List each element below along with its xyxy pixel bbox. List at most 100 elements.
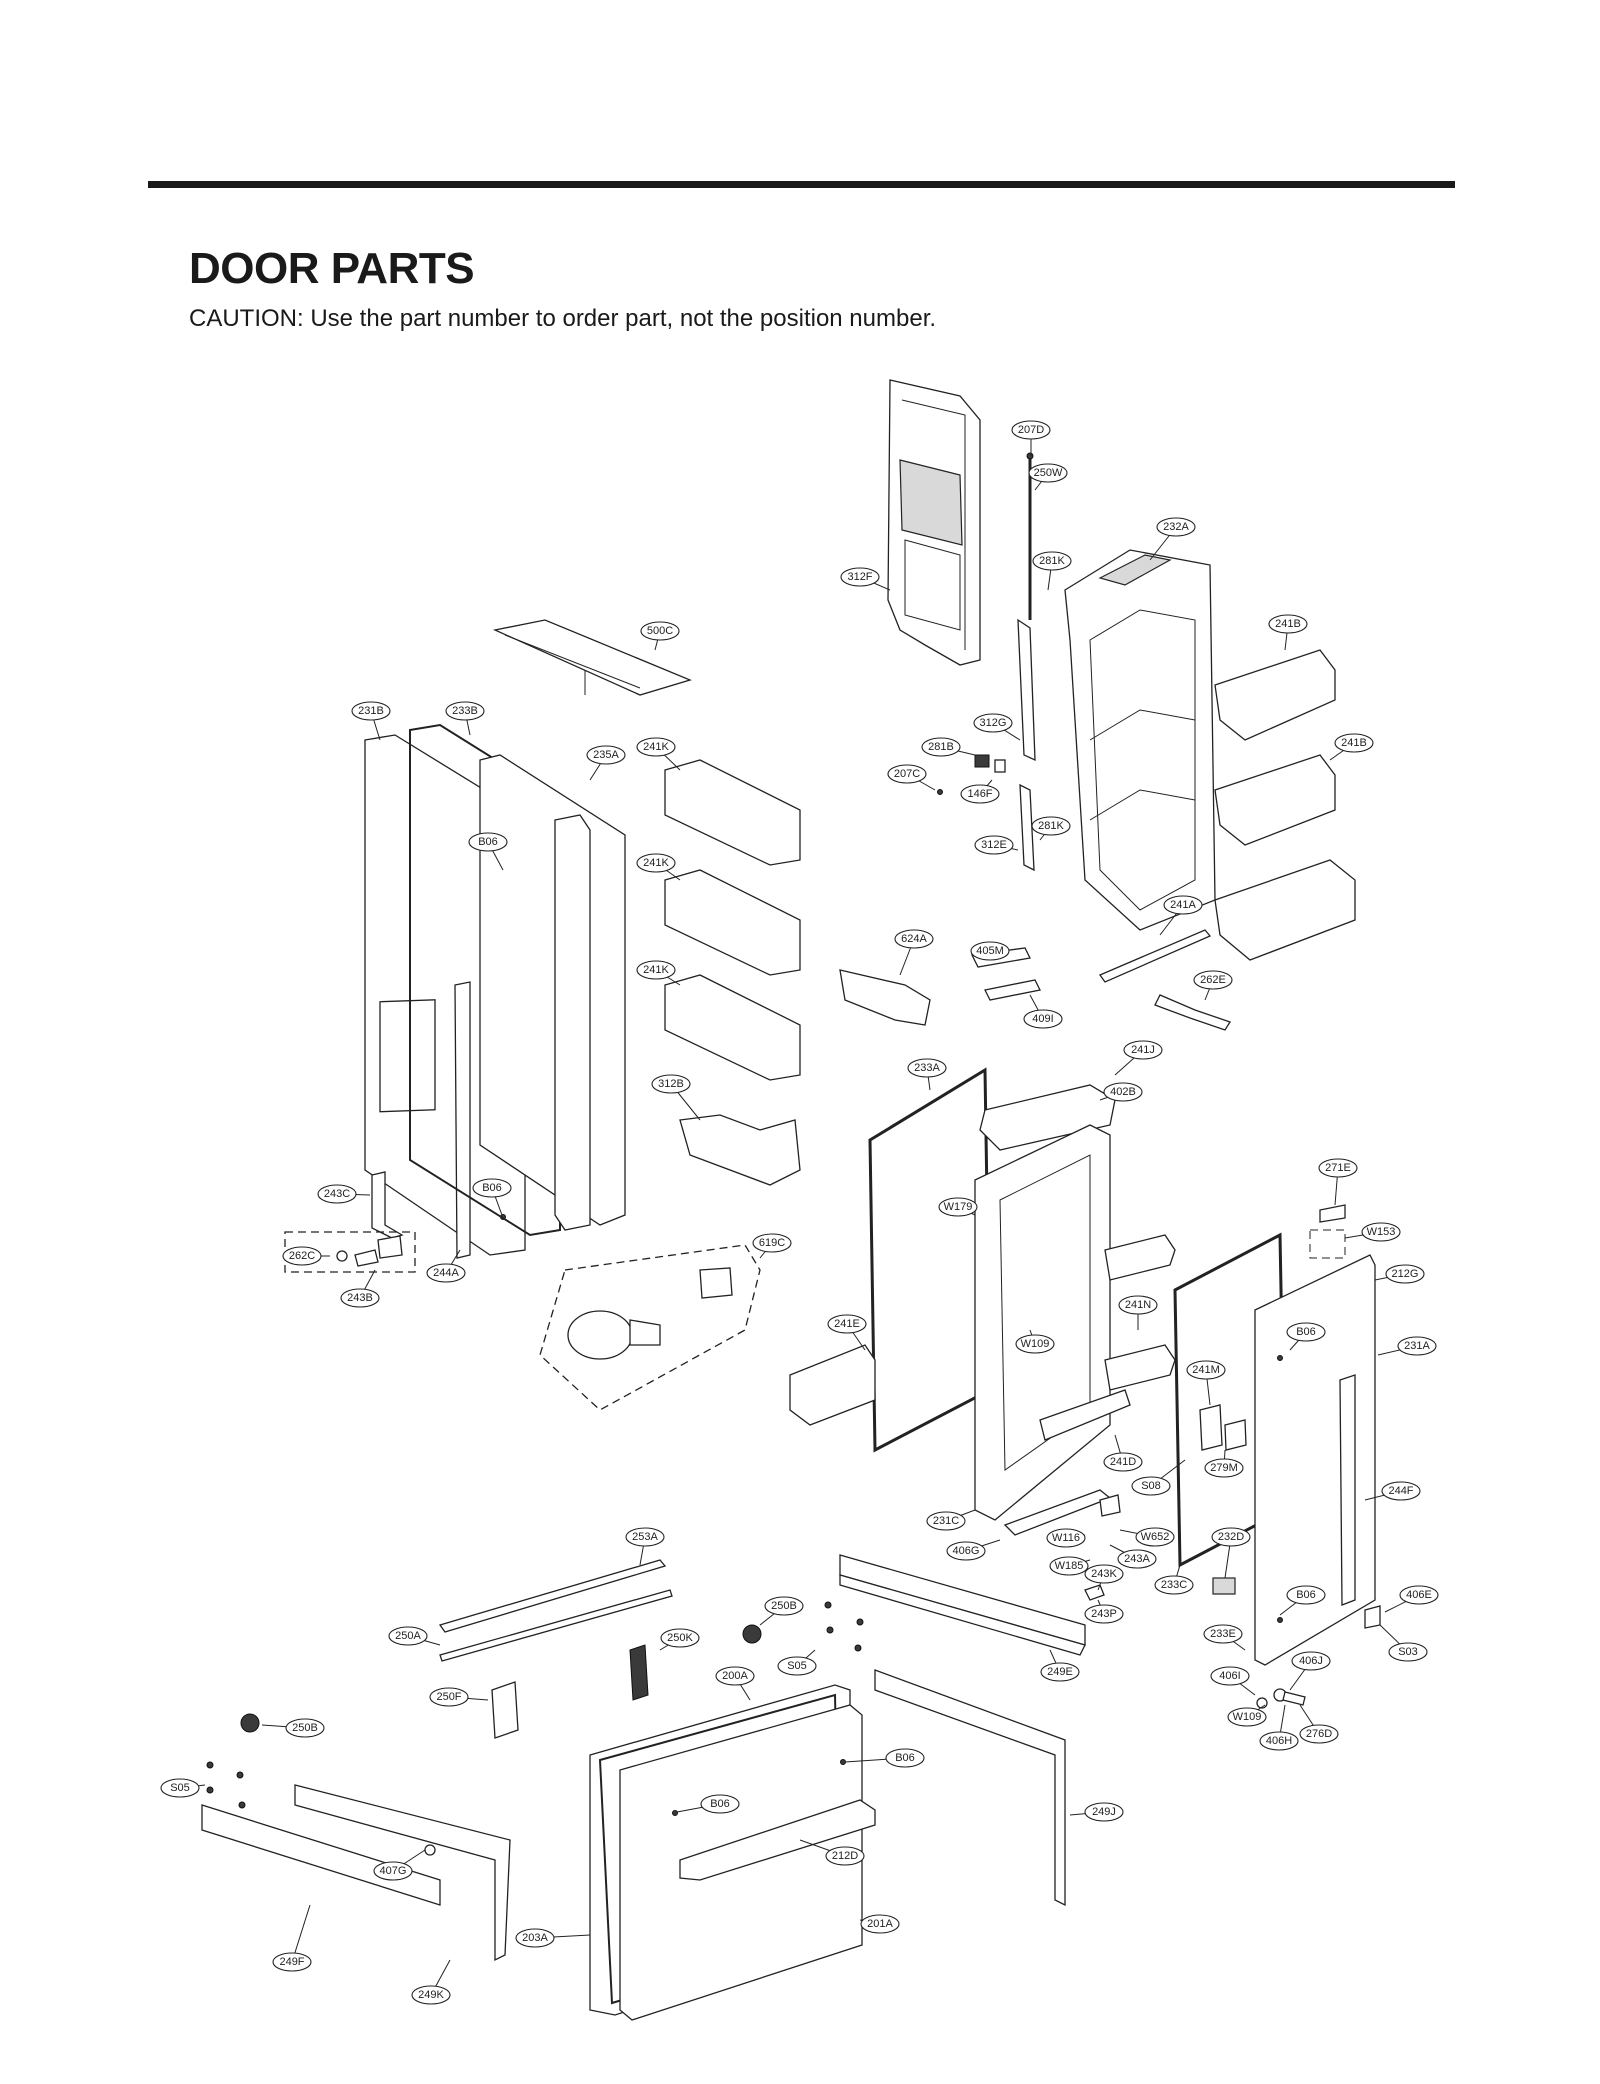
callout-label: 281B [921, 737, 976, 757]
label-oval [1049, 1556, 1089, 1576]
position-number: 262E [1200, 974, 1226, 986]
callout-label: 212D [799, 1839, 865, 1866]
position-number: 406G [953, 1545, 980, 1557]
position-number: 243C [324, 1188, 350, 1200]
callout-label: 241E [827, 1314, 867, 1351]
callout-label: 231B [351, 701, 391, 741]
label-oval [921, 737, 961, 757]
label-oval [282, 1246, 322, 1266]
callout-label: 312G [973, 713, 1021, 741]
position-number: 624A [901, 933, 927, 945]
position-number: 312B [658, 1078, 684, 1090]
callout-label: 243P [1084, 1599, 1124, 1624]
label-oval [388, 1626, 428, 1646]
part-drawing [240, 1624, 762, 1739]
label-oval [715, 1666, 755, 1686]
position-number: 233E [1210, 1628, 1236, 1640]
position-number: 312F [847, 571, 872, 583]
part-drawing [438, 1559, 673, 1662]
callout-label: 235A [586, 745, 626, 781]
label-oval [1117, 1549, 1157, 1569]
label-oval [272, 1952, 312, 1972]
label-oval [411, 1985, 451, 2005]
position-number: 406I [1219, 1670, 1240, 1682]
position-number: 407G [380, 1865, 407, 1877]
part-drawing [874, 1669, 1066, 1907]
callout-label: W109 [1227, 1704, 1267, 1727]
position-number: 231B [358, 705, 384, 717]
part-drawing [937, 452, 1036, 872]
position-number: B06 [1296, 1326, 1316, 1338]
callout-label: W179 [938, 1197, 978, 1217]
position-number: S05 [787, 1660, 807, 1672]
position-number: 243B [347, 1292, 373, 1304]
label-oval [1084, 1802, 1124, 1822]
position-number: 232D [1218, 1531, 1244, 1543]
position-number: 232A [1163, 521, 1189, 533]
position-number: B06 [710, 1798, 730, 1810]
position-number: 249E [1047, 1666, 1073, 1678]
callout-label: 281K [1031, 816, 1071, 841]
label-oval [426, 1263, 466, 1283]
position-number: 233A [914, 1062, 940, 1074]
label-oval [1385, 1264, 1425, 1284]
label-oval [1334, 733, 1374, 753]
callout-label: 249F [272, 1904, 312, 1972]
label-oval [429, 1687, 469, 1707]
position-number: 243A [1124, 1553, 1150, 1565]
position-number: W109 [1233, 1711, 1262, 1723]
label-oval [1388, 1642, 1428, 1662]
page-title: DOOR PARTS [189, 244, 475, 293]
label-oval [586, 745, 626, 765]
callout-label: S03 [1379, 1624, 1428, 1662]
label-oval [1291, 1651, 1331, 1671]
callout-label: 271E [1318, 1158, 1358, 1206]
callout-label: 262E [1193, 970, 1233, 1001]
callout-label: W185 [1049, 1556, 1091, 1576]
label-oval [1135, 1527, 1175, 1547]
callout-label: 407G [373, 1849, 426, 1881]
callout-label: 249E [1040, 1649, 1080, 1682]
callout-label: 312E [974, 835, 1019, 855]
position-number: 271E [1325, 1162, 1351, 1174]
part-drawing [868, 1067, 992, 1453]
label-oval [860, 1914, 900, 1934]
position-number: 262C [289, 1250, 315, 1262]
callout-label: 241B [1268, 614, 1308, 651]
label-oval [1154, 1575, 1194, 1595]
label-oval [960, 784, 1000, 804]
part-drawing [789, 1344, 876, 1426]
position-number: 241J [1131, 1044, 1155, 1056]
callout-label: 241K [636, 853, 681, 881]
callout-label: B06 [472, 1178, 512, 1216]
position-number: 212G [1392, 1268, 1419, 1280]
label-oval [1399, 1585, 1439, 1605]
position-number: 231C [933, 1515, 959, 1527]
part-drawing [839, 947, 1041, 1026]
position-number: 243P [1091, 1608, 1117, 1620]
label-oval [1299, 1724, 1339, 1744]
label-oval [1011, 420, 1051, 440]
part-drawing [1003, 1489, 1121, 1601]
label-oval [777, 1656, 817, 1676]
callout-label: S05 [777, 1649, 817, 1676]
position-number: 244A [433, 1267, 459, 1279]
position-number: B06 [1296, 1589, 1316, 1601]
header-rule [148, 181, 1455, 188]
position-number: W179 [944, 1201, 973, 1213]
position-number: B06 [482, 1182, 502, 1194]
label-oval [625, 1527, 665, 1547]
label-oval [974, 835, 1014, 855]
position-number: S03 [1398, 1646, 1418, 1658]
callout-label: B06 [676, 1794, 740, 1814]
callout-label: 203A [515, 1928, 591, 1948]
part-drawing [679, 1114, 801, 1186]
position-number: 243K [1091, 1568, 1117, 1580]
part-drawing [539, 1244, 761, 1411]
position-number: 312G [980, 717, 1007, 729]
label-oval [1193, 970, 1233, 990]
position-number: 279M [1210, 1462, 1238, 1474]
label-oval [1028, 463, 1068, 483]
callout-label: W652 [1119, 1527, 1175, 1547]
label-oval [1046, 1528, 1086, 1548]
